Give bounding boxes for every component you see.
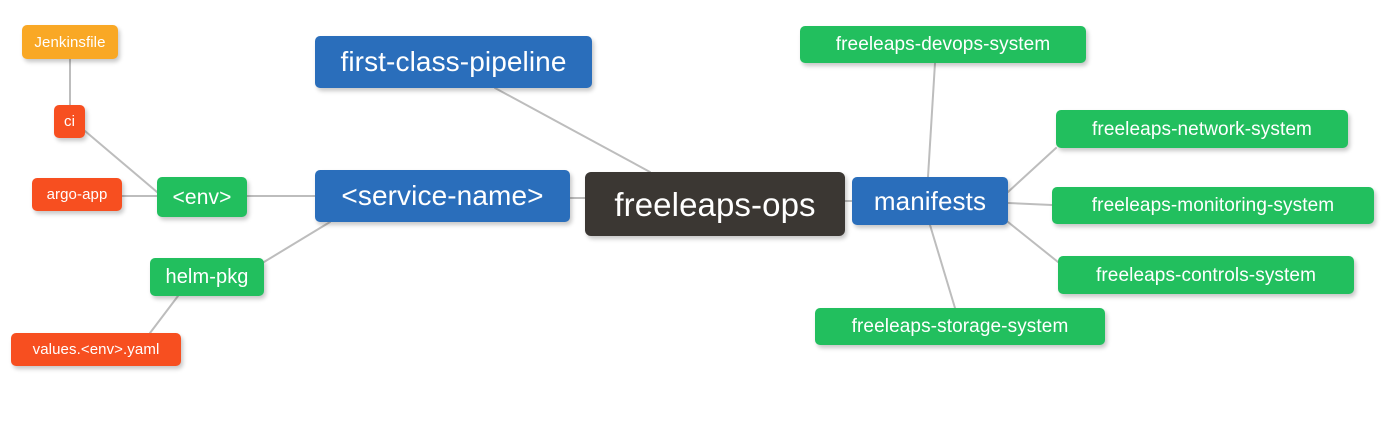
node-freeleaps-storage-system[interactable]: freeleaps-storage-system — [815, 308, 1105, 345]
node-first-class-pipeline[interactable]: first-class-pipeline — [315, 36, 592, 88]
node-manifests[interactable]: manifests — [852, 177, 1008, 225]
node-freeleaps-network-system[interactable]: freeleaps-network-system — [1056, 110, 1348, 148]
node-service-name[interactable]: <service-name> — [315, 170, 570, 222]
node-jenkinsfile[interactable]: Jenkinsfile — [22, 25, 118, 59]
edge-manifests-to-freeleaps-storage-system — [929, 224, 956, 309]
node-ci[interactable]: ci — [54, 105, 85, 138]
node-helm-pkg[interactable]: helm-pkg — [150, 258, 264, 296]
edge-manifests-to-freeleaps-monitoring-system — [1007, 202, 1053, 206]
node-freeleaps-monitoring-system[interactable]: freeleaps-monitoring-system — [1052, 187, 1374, 224]
edge-helm-pkg-to-values-env-yaml — [149, 295, 179, 334]
edge-manifests-to-freeleaps-network-system — [1007, 147, 1057, 193]
node-argo-app[interactable]: argo-app — [32, 178, 122, 211]
node-freeleaps-ops[interactable]: freeleaps-ops — [585, 172, 845, 236]
node-env[interactable]: <env> — [157, 177, 247, 217]
edge-first-class-pipeline-to-freeleaps-ops — [494, 87, 651, 173]
edge-service-name-to-helm-pkg — [263, 221, 331, 263]
edge-manifests-to-freeleaps-controls-system — [1007, 221, 1059, 263]
node-values-env-yaml[interactable]: values.<env>.yaml — [11, 333, 181, 366]
node-freeleaps-controls-system[interactable]: freeleaps-controls-system — [1058, 256, 1354, 294]
edge-manifests-to-freeleaps-devops-system — [927, 62, 936, 178]
node-freeleaps-devops-system[interactable]: freeleaps-devops-system — [800, 26, 1086, 63]
